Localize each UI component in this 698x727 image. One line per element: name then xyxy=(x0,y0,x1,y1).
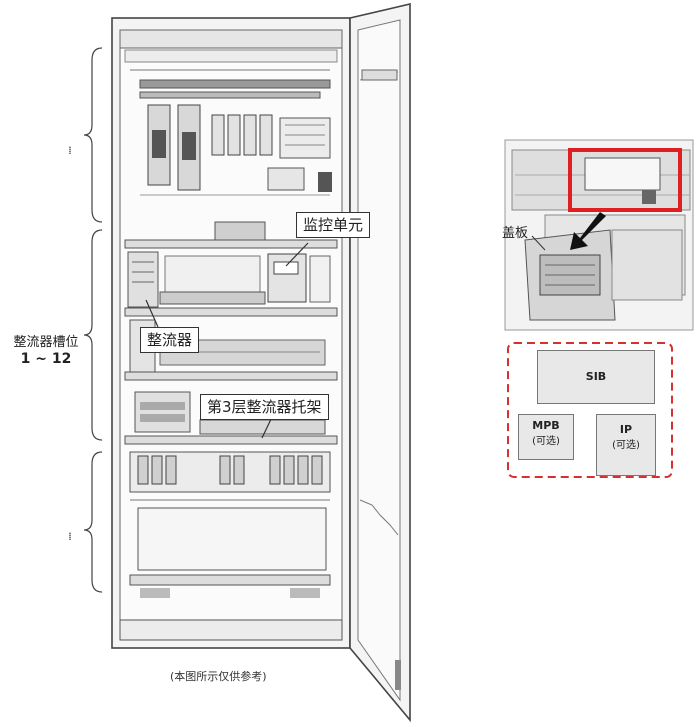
shelf-1 xyxy=(124,221,338,317)
rectifier-label: 整流器 xyxy=(140,327,200,353)
mpb-sub-label: (可选) xyxy=(532,436,560,447)
cover-label: 盖板 xyxy=(502,226,529,241)
top-brace-mark: ⁞ xyxy=(68,144,72,157)
slot-label-line1: 整流器槽位 xyxy=(13,335,79,350)
cabinet-door xyxy=(349,2,411,723)
sib-label: SIB xyxy=(585,370,607,383)
ip-module: IP (可选) xyxy=(596,414,656,476)
shelf-3 xyxy=(124,391,338,445)
left-braces xyxy=(83,47,103,593)
tray-label: 第3层整流器托架 xyxy=(200,394,329,420)
slot-label: 整流器槽位 1 ~ 12 xyxy=(2,334,90,368)
bottom-breakers xyxy=(129,451,331,501)
ip-label: IP xyxy=(619,423,633,436)
ip-sub-label: (可选) xyxy=(612,440,640,451)
arrow-down-icon xyxy=(570,212,606,250)
monitor-unit-label: 监控单元 xyxy=(296,212,371,238)
sib-module: SIB xyxy=(537,350,655,404)
module-layout-frame xyxy=(507,342,673,478)
mpb-label: MPB xyxy=(532,419,560,432)
inset-module-photo xyxy=(504,139,694,331)
figure-caption: (本图所示仅供参考) xyxy=(170,670,267,683)
mpb-module: MPB (可选) xyxy=(518,414,574,460)
highlight-frame xyxy=(568,148,682,212)
slot-label-line2: 1 ~ 12 xyxy=(20,351,72,367)
top-distribution-section xyxy=(139,79,332,196)
bottom-compartment xyxy=(119,507,343,641)
leader-lines xyxy=(145,242,309,439)
bottom-brace-mark: ⁞ xyxy=(68,530,72,543)
